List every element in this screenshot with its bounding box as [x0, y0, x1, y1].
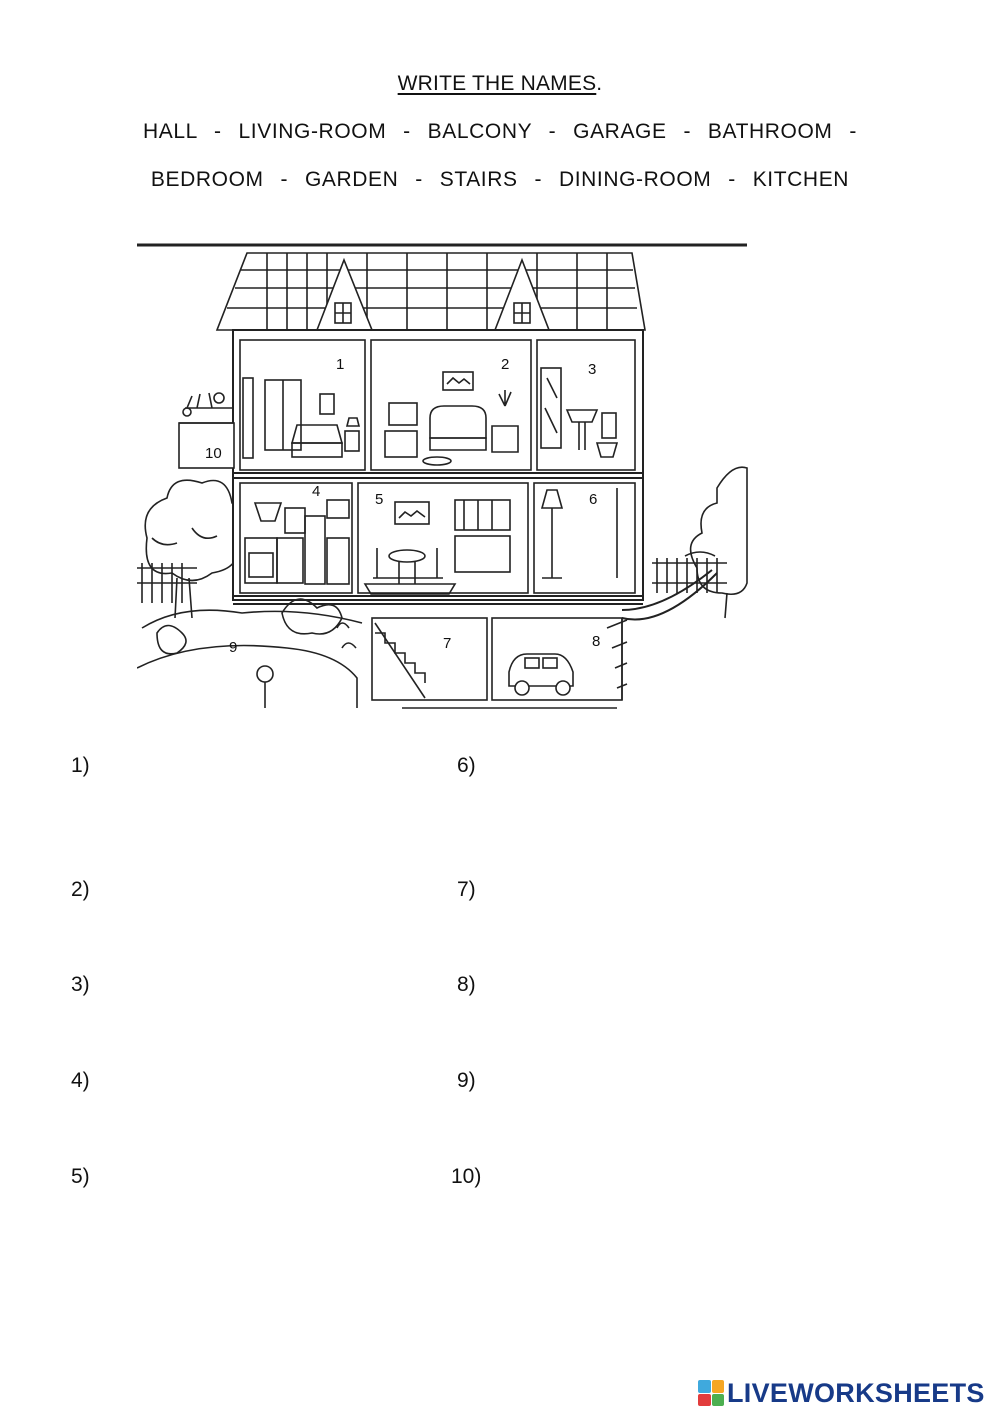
house-label-10: 10 [205, 445, 222, 462]
answer-label-5: 5) [71, 1165, 90, 1188]
title-text: WRITE THE NAMES [397, 72, 597, 95]
bathroom-furniture-icon [540, 367, 619, 458]
liveworksheets-logo: LIVEWORKSHEETS [698, 1378, 985, 1408]
answer-label-2: 2) [71, 878, 90, 901]
tree-right-icon [689, 466, 748, 619]
worksheet-title: WRITE THE NAMES. [0, 72, 1000, 96]
brand-name: LIVEWORKSHEETS [727, 1377, 985, 1408]
house-label-5: 5 [375, 491, 383, 508]
room-living-room [370, 339, 532, 471]
fence-right-icon [652, 551, 727, 593]
house-label-7: 7 [443, 635, 451, 652]
room-hall [533, 482, 636, 594]
dining-room-furniture-icon [363, 499, 511, 595]
retaining-wall-icon [606, 569, 718, 700]
garden-icon [137, 598, 617, 709]
house-label-4: 4 [312, 483, 320, 500]
room-bedroom [239, 339, 366, 471]
house-illustration: 1 2 3 4 5 6 7 8 9 10 [137, 238, 749, 710]
fence-left-icon [137, 563, 197, 603]
word-bank-line-2: BEDROOM - GARDEN - STAIRS - DINING-ROOM … [150, 168, 850, 191]
answer-label-10: 10) [451, 1165, 482, 1188]
house-label-6: 6 [589, 491, 597, 508]
answer-label-4: 4) [71, 1069, 90, 1092]
garage-icon [491, 617, 623, 701]
house-label-3: 3 [588, 361, 596, 378]
living-room-furniture-icon [384, 371, 519, 466]
room-bathroom [536, 339, 636, 471]
answer-label-9: 9) [457, 1069, 476, 1092]
bedroom-furniture-icon [242, 377, 361, 459]
title-period: . [596, 72, 603, 95]
balcony-icon [178, 392, 235, 469]
house-label-9: 9 [229, 639, 237, 656]
answer-label-1: 1) [71, 754, 90, 777]
answer-label-3: 3) [71, 973, 90, 996]
answer-label-8: 8) [457, 973, 476, 996]
room-kitchen [239, 482, 353, 594]
house-label-8: 8 [592, 633, 600, 650]
house-label-2: 2 [501, 356, 509, 373]
hall-lamp-icon [540, 488, 618, 579]
tree-left-icon [144, 479, 245, 619]
roof-icon [215, 252, 646, 331]
room-dining-room [357, 482, 529, 594]
answer-label-6: 6) [457, 754, 476, 777]
liveworksheets-badge-icon [698, 1380, 724, 1406]
word-bank-line-1: HALL - LIVING-ROOM - BALCONY - GARAGE - … [143, 120, 857, 143]
answer-label-7: 7) [457, 878, 476, 901]
house-label-1: 1 [336, 356, 344, 373]
kitchen-furniture-icon [244, 499, 350, 585]
stairs-icon [371, 617, 488, 701]
